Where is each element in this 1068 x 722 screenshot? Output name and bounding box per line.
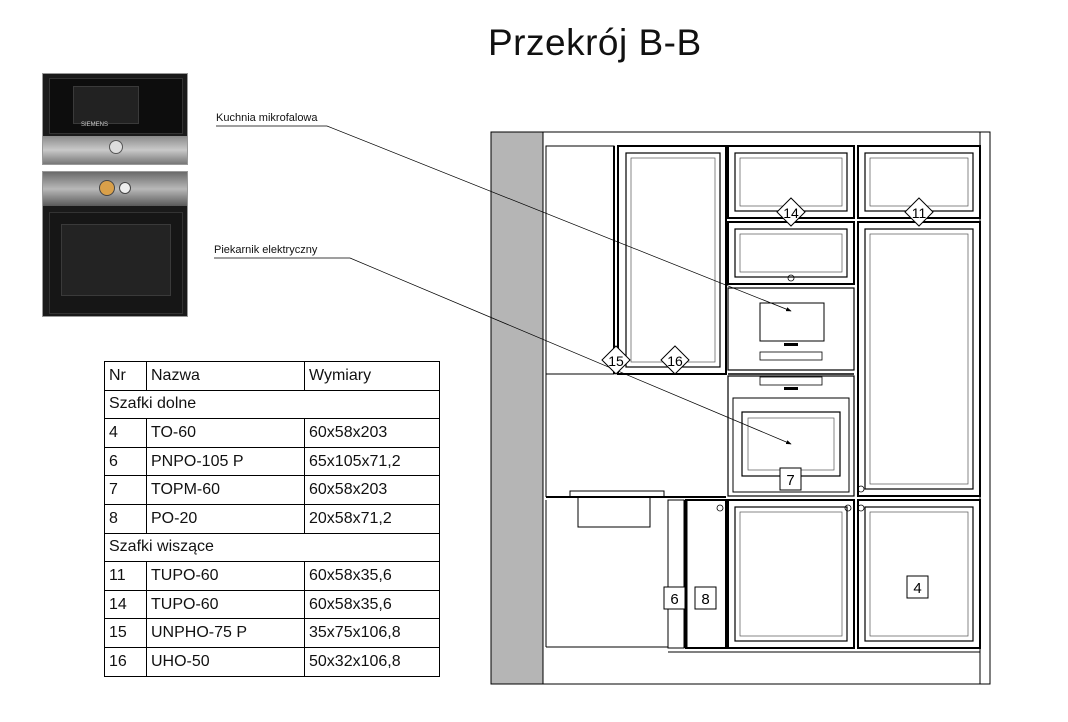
leader-oven (214, 257, 792, 445)
tag-14: 14 (776, 197, 806, 227)
cell-nr: 11 (104, 561, 147, 591)
upper-left-panel (545, 145, 615, 375)
svg-text:16: 16 (667, 353, 683, 369)
wall (490, 131, 544, 685)
table-row: 11 TUPO-60 60x58x35,6 (104, 561, 440, 591)
svg-text:6: 6 (670, 591, 678, 608)
tag-6: 6 (663, 586, 686, 610)
cabinet-4-upper (857, 221, 981, 497)
cell-wymiary: 60x58x203 (304, 475, 440, 505)
cell-nazwa: PNPO-105 P (146, 446, 305, 477)
microwave-photo: SIEMENS (42, 73, 188, 165)
cabinet-spec-table: Nr Nazwa Wymiary Szafki dolne 4 TO-60 60… (104, 361, 440, 677)
header-nazwa: Nazwa (146, 361, 305, 391)
oven (727, 375, 855, 497)
tag-16: 16 (660, 345, 690, 375)
cell-wymiary: 35x75x106,8 (304, 618, 440, 648)
cell-nr: 7 (104, 475, 147, 505)
table-group-row: Szafki dolne (104, 389, 440, 420)
cell-nazwa: TOPM-60 (146, 475, 305, 505)
callout-oven-label: Piekarnik elektryczny (214, 244, 318, 256)
cell-nr: 15 (104, 618, 147, 648)
svg-text:4: 4 (913, 580, 921, 597)
group-label: Szafki wiszące (104, 532, 440, 563)
svg-text:15: 15 (608, 353, 624, 369)
cell-wymiary: 20x58x71,2 (304, 503, 440, 534)
tag-8: 8 (694, 586, 717, 610)
cell-nazwa: PO-20 (146, 503, 305, 534)
table-group-row: Szafki wiszące (104, 532, 440, 563)
svg-text:14: 14 (783, 205, 799, 221)
cell-wymiary: 50x32x106,8 (304, 646, 440, 677)
cell-nazwa: TUPO-60 (146, 561, 305, 591)
table-row: 16 UHO-50 50x32x106,8 (104, 646, 440, 677)
cabinet-4-base (857, 499, 981, 649)
cell-wymiary: 60x58x35,6 (304, 561, 440, 591)
cabinet-8 (685, 499, 727, 649)
svg-text:11: 11 (912, 205, 927, 221)
table-row: 6 PNPO-105 P 65x105x71,2 (104, 446, 440, 477)
tag-11: 11 (904, 197, 934, 227)
svg-text:7: 7 (786, 472, 794, 489)
cell-nazwa: UNPHO-75 P (146, 618, 305, 648)
oven-photo (42, 171, 188, 317)
tag-4: 4 (906, 575, 929, 599)
cabinet-6 (667, 499, 685, 649)
cabinet-7-base (727, 499, 855, 649)
cabinet-16 (617, 145, 727, 375)
cell-wymiary: 65x105x71,2 (304, 446, 440, 477)
leader-microwave (216, 125, 792, 312)
svg-text:8: 8 (701, 591, 709, 608)
table-row: 7 TOPM-60 60x58x203 (104, 475, 440, 505)
sink (577, 497, 651, 528)
header-nr: Nr (104, 361, 147, 391)
callout-microwave-label: Kuchnia mikrofalowa (216, 112, 318, 124)
table-row: 4 TO-60 60x58x203 (104, 418, 440, 448)
tag-7: 7 (779, 467, 802, 491)
microwave (727, 287, 855, 371)
tag-15: 15 (601, 345, 631, 375)
table-row: 15 UNPHO-75 P 35x75x106,8 (104, 618, 440, 648)
table-row: 8 PO-20 20x58x71,2 (104, 503, 440, 534)
microwave-brand-label: SIEMENS (81, 122, 109, 128)
table-header-row: Nr Nazwa Wymiary (104, 361, 440, 391)
group-label: Szafki dolne (104, 389, 440, 420)
page-title: Przekrój B-B (488, 22, 702, 63)
